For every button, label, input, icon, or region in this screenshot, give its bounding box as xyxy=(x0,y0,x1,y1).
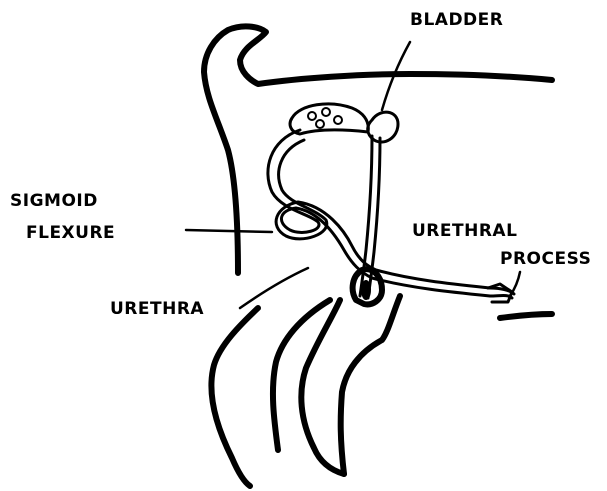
gland-lobe xyxy=(316,120,324,128)
front-leg-inner-outline xyxy=(341,296,400,474)
label-sigmoid: SIGMOID xyxy=(10,191,98,211)
front-leg-outline xyxy=(301,300,344,474)
urethra-tube xyxy=(268,130,514,304)
label-urethral: URETHRAL xyxy=(412,221,517,241)
urethral-process-tip xyxy=(488,284,512,302)
gland-lobe xyxy=(322,108,330,116)
label-process: PROCESS xyxy=(500,249,591,269)
urethral-process-leader xyxy=(510,272,520,296)
prepuce-opening xyxy=(361,280,371,300)
label-bladder: BLADDER xyxy=(410,10,503,30)
rear-leg-outline xyxy=(211,308,258,486)
sigmoid-flexure-leader xyxy=(186,230,272,232)
label-flexure: FLEXURE xyxy=(26,223,115,243)
gland-lobe xyxy=(308,112,316,120)
gland-lobe xyxy=(334,116,342,124)
label-urethra: URETHRA xyxy=(110,299,204,319)
belly-outline xyxy=(500,314,552,318)
legs xyxy=(211,296,400,486)
urethra-leader xyxy=(240,268,308,308)
